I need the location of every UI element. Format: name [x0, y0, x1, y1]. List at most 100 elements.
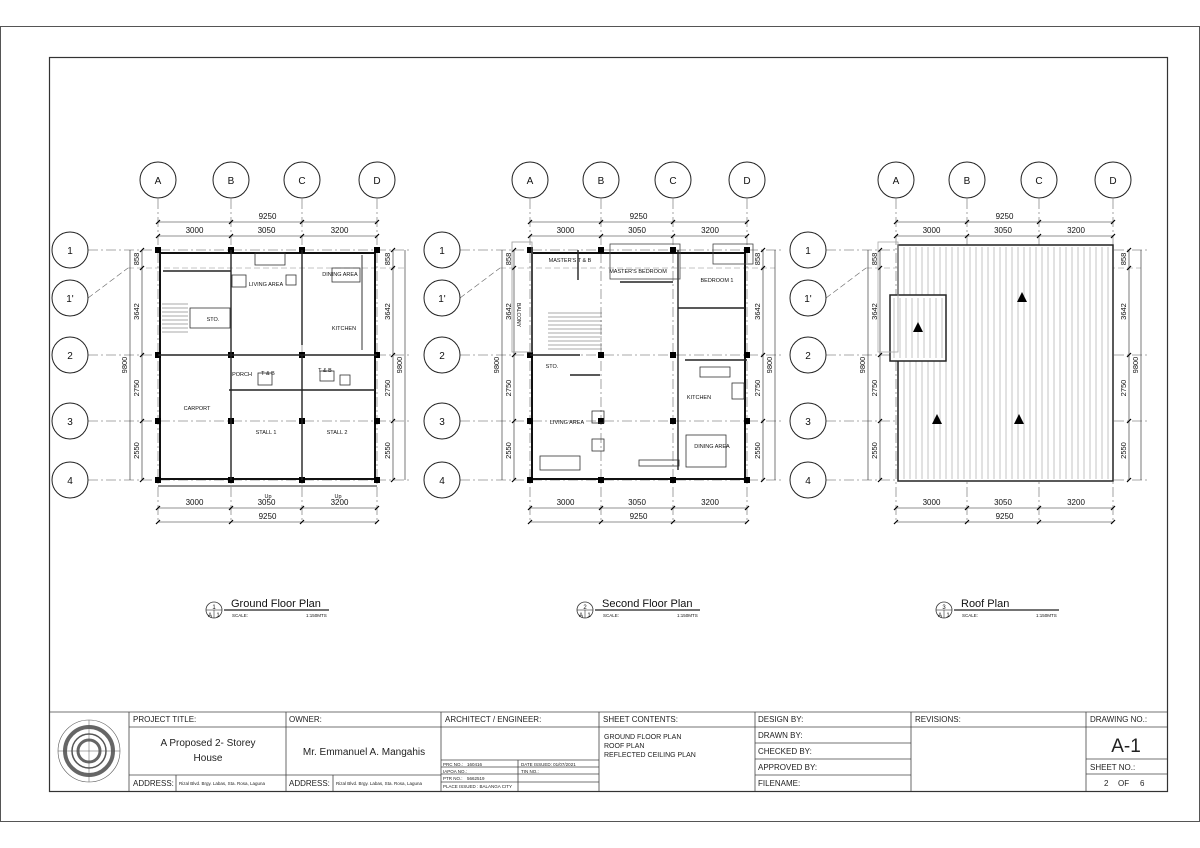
dimension-tick — [877, 418, 883, 424]
grid-label-row: 1 — [67, 246, 73, 257]
project-address-value: Rizal Blvd. Brgy. Labas, Sta. Rosa, Lagu… — [179, 781, 265, 786]
dimension-tick — [139, 418, 145, 424]
dimension-tick — [1036, 505, 1042, 511]
grid-bubble-row — [51, 402, 89, 440]
date-issued: DATE ISSUED: 01/07/2021 — [521, 762, 576, 767]
dimension-row: 2550 — [870, 442, 879, 459]
dimension-row: 858 — [753, 253, 762, 266]
dimension-tick — [390, 477, 396, 483]
sofa — [539, 455, 581, 471]
grid-bubble-column — [358, 161, 396, 199]
dimension-tick — [760, 477, 766, 483]
dimension-tick — [1126, 265, 1132, 271]
grid-bubble-row — [789, 231, 827, 269]
column-post — [527, 247, 533, 253]
dimension-tick — [670, 219, 676, 225]
grid-label-column: B — [228, 176, 235, 187]
dimension-tick — [374, 519, 380, 525]
grid-bubble-row — [423, 402, 461, 440]
dimension-bay: 3000 — [923, 226, 941, 235]
dimension-row: 3642 — [504, 303, 513, 320]
dimension-tick — [1036, 233, 1042, 239]
dimension-overall-depth: 9800 — [858, 357, 867, 374]
grid-bubble-row — [51, 279, 89, 317]
gridline-row — [825, 267, 867, 299]
dimension-tick — [228, 519, 234, 525]
room-label: BALCONY — [515, 303, 521, 328]
dimension-tick — [670, 505, 676, 511]
dimension-overall-width: 9250 — [259, 512, 277, 521]
grid-bubble-column — [212, 161, 250, 199]
project-title-line1: A Proposed 2- Storey — [160, 738, 255, 749]
dimension-overall-width: 9250 — [996, 512, 1014, 521]
dimension-tick — [877, 352, 883, 358]
grid-label-column: D — [743, 176, 750, 187]
room-label: KITCHEN — [687, 395, 711, 401]
dimension-tick — [893, 519, 899, 525]
dimension-row: 3642 — [870, 303, 879, 320]
room-label: T & B — [261, 371, 275, 377]
dimension-tick — [670, 519, 676, 525]
dimension-row: 2550 — [504, 442, 513, 459]
room-label: Up — [334, 494, 341, 500]
dimension-bay: 3200 — [331, 226, 349, 235]
column-post — [374, 247, 380, 253]
column-post — [598, 477, 604, 483]
grid-label-row: 1 — [805, 246, 811, 257]
dimension-row: 3642 — [132, 303, 141, 320]
iapoa-label: IAPOA NO.: — [443, 769, 467, 774]
gridline-row — [459, 267, 501, 299]
view-number: 2 — [583, 605, 587, 611]
dimension-tick — [598, 505, 604, 511]
chair — [285, 274, 297, 286]
owner-address-value: Rizal Blvd. Brgy. Labas, Sta. Rosa, Lagu… — [336, 781, 422, 786]
stove — [731, 382, 745, 400]
grid-bubble-row — [789, 461, 827, 499]
dimension-row: 2750 — [132, 380, 141, 397]
storage-box — [189, 307, 231, 329]
dimension-row: 2550 — [1119, 442, 1128, 459]
grid-bubble-row — [423, 231, 461, 269]
dimension-row: 2550 — [753, 442, 762, 459]
filename-label: FILENAME: — [758, 779, 800, 788]
sink — [339, 374, 351, 386]
grid-bubble-row — [423, 336, 461, 374]
dimension-row: 2550 — [383, 442, 392, 459]
dimension-tick — [527, 519, 533, 525]
dining-table — [685, 434, 727, 468]
grid-bubble-column — [654, 161, 692, 199]
scale-label: SCALE: — [603, 613, 619, 618]
grid-bubble-column — [877, 161, 915, 199]
grid-label-row: 3 — [67, 417, 73, 428]
dimension-tick — [598, 233, 604, 239]
grid-bubble-column — [139, 161, 177, 199]
grid-bubble-column — [283, 161, 321, 199]
toilet — [257, 372, 273, 386]
room-label: MASTER'S T & B — [549, 258, 592, 264]
dimension-row: 858 — [870, 253, 879, 266]
dimension-tick — [374, 219, 380, 225]
dimension-tick — [744, 505, 750, 511]
dimension-tick — [1110, 219, 1116, 225]
logo-seal — [57, 719, 121, 783]
dimension-overall-depth: 9800 — [492, 357, 501, 374]
dimension-bay: 3200 — [701, 498, 719, 507]
column-post — [527, 477, 533, 483]
dimension-tick — [760, 265, 766, 271]
dimension-tick — [155, 233, 161, 239]
drawing-no: A-1 — [1111, 736, 1141, 757]
window — [638, 459, 680, 467]
grid-label-row: 4 — [805, 476, 811, 487]
grid-label-row: 1' — [438, 294, 446, 305]
grid-label-column: B — [598, 176, 605, 187]
dimension-row: 2750 — [1119, 380, 1128, 397]
grid-label-row: 2 — [67, 351, 73, 362]
owner-label: OWNER: — [289, 715, 322, 724]
grid-bubble-column — [1094, 161, 1132, 199]
title-block — [50, 711, 1167, 791]
grid-bubble-row — [51, 336, 89, 374]
sheet-contents-item: REFLECTED CEILING PLAN — [604, 752, 696, 759]
dimension-overall-depth: 9800 — [1131, 357, 1140, 374]
dimension-bay: 3050 — [258, 498, 276, 507]
